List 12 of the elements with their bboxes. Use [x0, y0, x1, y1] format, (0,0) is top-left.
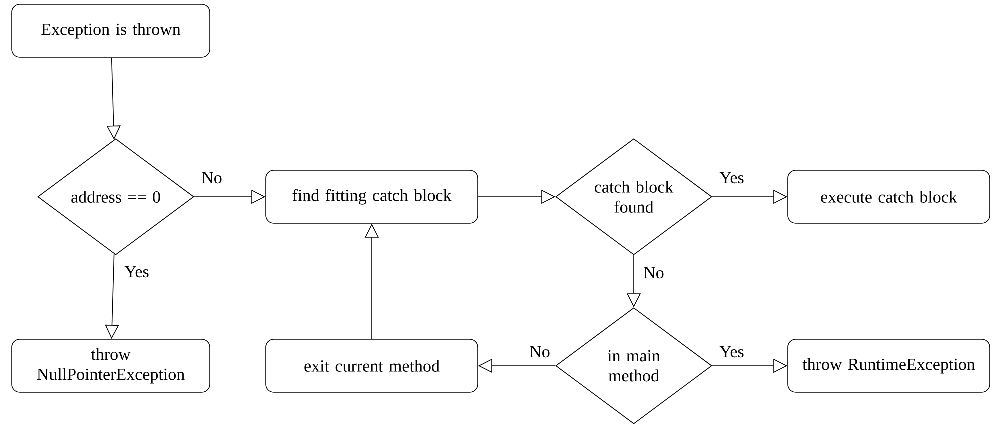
- process-box: Exception is thrown: [12, 4, 210, 58]
- edge-label: Yes: [718, 171, 746, 185]
- process-box: exit current method: [266, 339, 478, 393]
- process-box: execute catch block: [788, 170, 990, 224]
- process-box: throw NullPointerException: [12, 339, 210, 393]
- process-box: throw RuntimeException: [788, 339, 990, 393]
- edge-label: No: [642, 266, 666, 280]
- edge-label: No: [528, 345, 552, 359]
- edge-label: Yes: [124, 265, 150, 279]
- edge-label: Yes: [718, 345, 746, 359]
- process-box: find fitting catch block: [266, 170, 478, 224]
- edge-label: No: [200, 171, 224, 185]
